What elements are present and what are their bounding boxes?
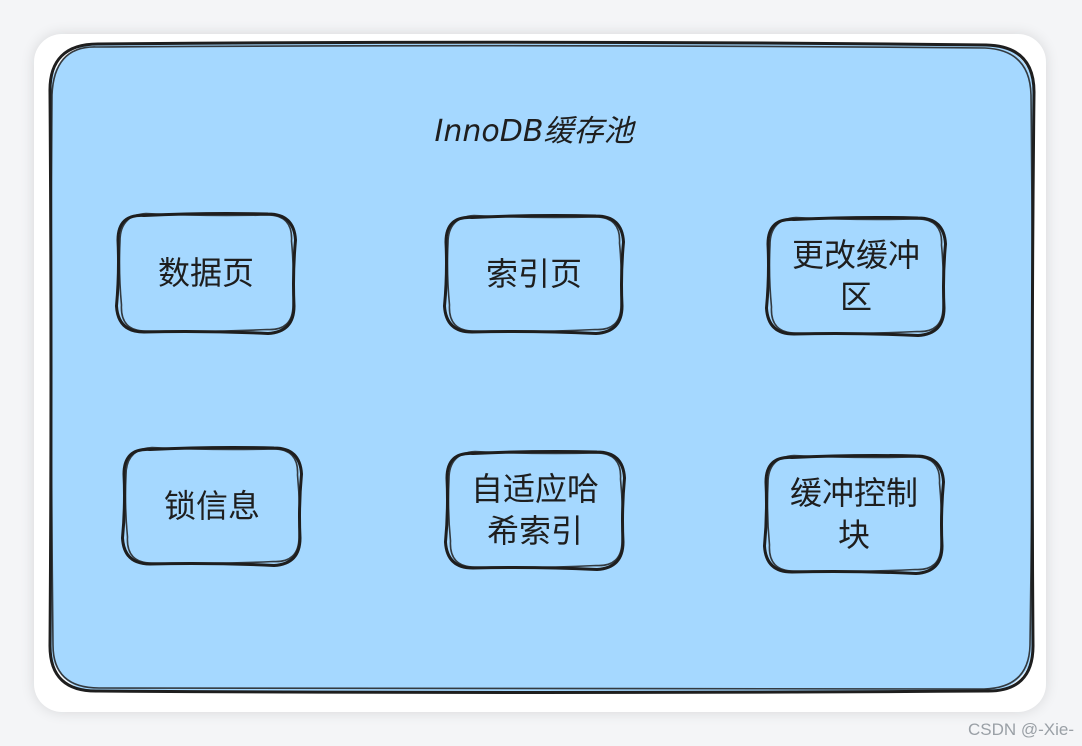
data-page-node: 数据页: [115, 212, 297, 335]
node-label-line: 自适应哈: [471, 470, 599, 508]
node-label-line: 块: [838, 516, 870, 554]
node-label-line: 缓冲控制: [790, 474, 918, 512]
pool-title: InnoDB缓存池: [435, 114, 637, 149]
node-label-line: 更改缓冲: [792, 236, 920, 274]
node-outline-pass: [447, 450, 624, 569]
node-outline: [115, 212, 297, 335]
node-label-line: 数据页: [158, 254, 254, 292]
node-outline-pass: [768, 216, 945, 335]
node-outline-pass: [124, 446, 301, 565]
innodb-buffer-pool-container: [48, 40, 1036, 694]
node-outline: [443, 214, 625, 335]
watermark: CSDN @-Xie-: [967, 720, 1074, 739]
node-outline: [444, 450, 626, 571]
container-fill: [50, 44, 1034, 692]
node-label-line: 区: [840, 278, 872, 316]
node-outline-pass: [446, 214, 623, 333]
lock-info-node: 锁信息: [121, 446, 303, 567]
node-outline: [121, 446, 303, 567]
node-outline-pass: [118, 212, 295, 333]
node-outline-pass: [766, 454, 943, 573]
node-outline: [765, 216, 947, 337]
node-label-line: 锁信息: [164, 487, 260, 525]
node-label-line: 索引页: [486, 255, 582, 293]
index-page-node: 索引页: [443, 214, 625, 335]
node-label-line: 希索引: [487, 512, 583, 550]
container-outline-pass: [50, 44, 1034, 691]
node-outline: [763, 454, 945, 575]
